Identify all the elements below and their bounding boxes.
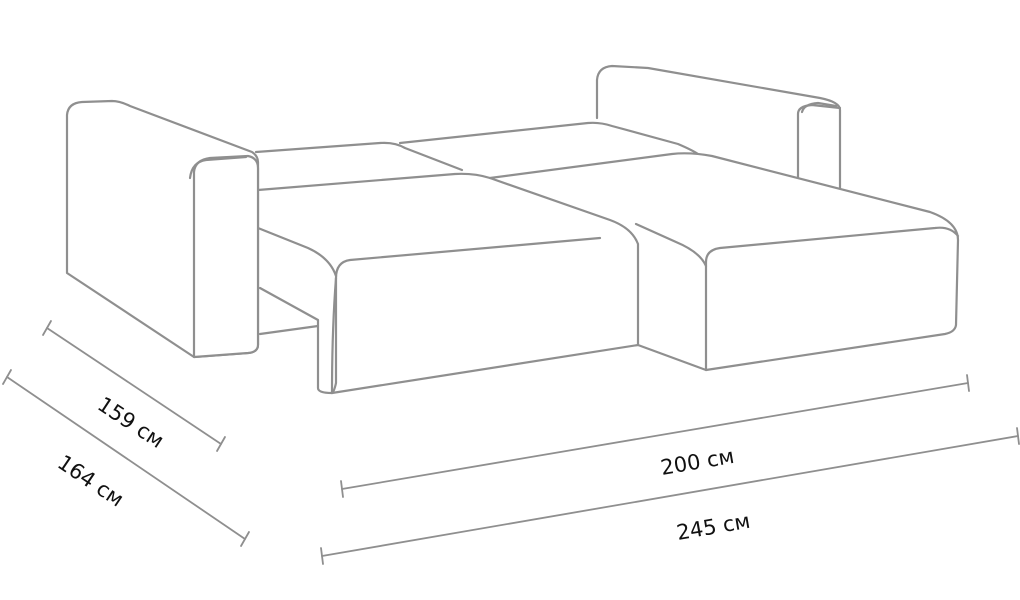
frame-bottom-line	[258, 324, 320, 336]
dim-tick-159-end	[216, 436, 226, 452]
dim-tick-164-start	[2, 369, 12, 385]
left-armrest-front	[192, 154, 260, 359]
dim-tick-200-end	[966, 374, 970, 392]
dim-label-164: 164 см	[53, 450, 128, 511]
seat-cushion-left	[256, 172, 640, 395]
dim-line-245	[321, 435, 1019, 557]
seat-cushion-left-fold	[256, 226, 338, 278]
back-cushion-left	[254, 141, 464, 172]
dim-tick-200-start	[340, 480, 344, 498]
dim-line-200	[341, 382, 969, 490]
dim-tick-164-end	[240, 531, 250, 547]
dim-tick-159-start	[42, 320, 52, 336]
dimension-lines	[2, 320, 1020, 565]
seat-cushion-right-fold	[634, 222, 708, 268]
left-armrest-cap	[188, 155, 248, 180]
seat-cushion-right	[488, 152, 960, 372]
sofa-drawing	[65, 64, 960, 395]
dim-line-164	[6, 376, 246, 540]
dim-label-200: 200 см	[659, 444, 736, 480]
dim-tick-245-start	[320, 547, 324, 565]
dimension-labels: 159 см 164 см 200 см 245 см	[53, 392, 752, 545]
seat-cushion-right-base	[636, 343, 708, 372]
right-armrest-cap-inner	[800, 101, 838, 114]
back-cushion-right	[398, 121, 700, 156]
frame-lower-left	[258, 286, 334, 395]
dim-label-245: 245 см	[675, 509, 752, 545]
dim-line-159	[46, 327, 222, 445]
right-armrest	[595, 64, 842, 190]
dim-tick-245-end	[1016, 427, 1020, 445]
